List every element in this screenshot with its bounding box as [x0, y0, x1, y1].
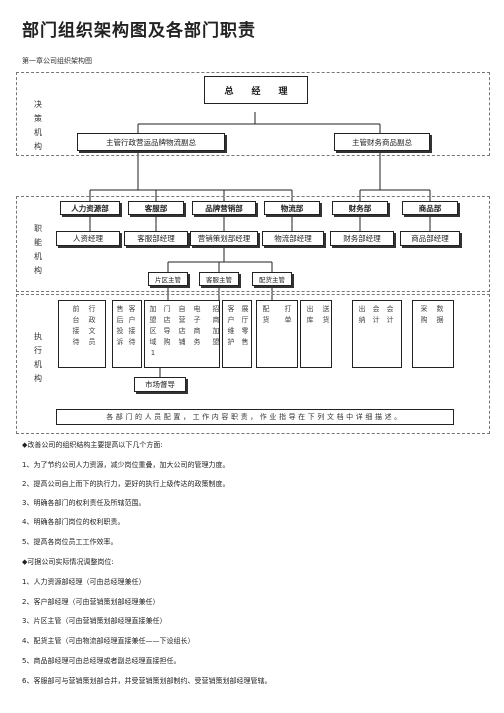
exec-group-delivery	[300, 300, 332, 368]
dept-merchandise: 商品部	[402, 201, 458, 215]
manager-customer-service: 客服部经理	[124, 231, 188, 246]
decision-row-frame	[16, 72, 490, 156]
manager-merchandise: 商品部经理	[400, 231, 460, 246]
exec-showroom-retail: 展厅零售	[241, 305, 249, 346]
execution-row-frame	[16, 294, 490, 434]
manager-finance: 财务部经理	[330, 231, 394, 246]
exec-order-print: 打单	[284, 305, 292, 324]
dept-finance: 财务部	[332, 201, 388, 215]
exec-group-area	[144, 300, 220, 368]
exec-accounting-2: 会计	[386, 305, 394, 324]
exec-admin-clerk: 行政文员	[88, 305, 96, 346]
vp-operations-box: 主管行政营运品牌物流副总	[77, 133, 225, 151]
section-1-item: 3、明确各部门的权利责任及所辖范围。	[22, 499, 146, 507]
exec-cashier: 出纳	[358, 305, 366, 324]
section-1-item: 5、提高各岗位员工工作效率。	[22, 538, 118, 546]
exec-customer-maintenance: 客户维护	[227, 305, 235, 346]
supervisor-distribution: 配货主管	[252, 272, 292, 286]
section-2-item: 2、客户部经理（可由营销策划部经理兼任）	[22, 598, 160, 606]
section-2-item: 1、人力资源部经理（可由总经理兼任）	[22, 578, 146, 586]
function-row-frame	[16, 196, 490, 292]
dept-hr: 人力资源部	[60, 201, 120, 215]
org-note-box: 各部门的人员配置，工作内容职责，作业指导在下列文档中详细描述。	[56, 409, 454, 425]
exec-group-hr	[58, 300, 106, 368]
page-title: 部门组织架构图及各部门职责	[22, 21, 256, 41]
exec-delivery: 送货	[322, 305, 330, 324]
side-label-decision: 决策机构	[34, 100, 42, 151]
section-1-heading: ◆改善公司的组织结构主要提高以下几个方面:	[22, 441, 163, 449]
section-2-item: 3、片区主管（可由营销策划部经理直接兼任）	[22, 617, 167, 625]
supervisor-customer-service: 客服主管	[199, 272, 239, 286]
exec-ecommerce: 电子商务	[193, 305, 201, 346]
section-2-item: 6、客服部可与营销策划部合并，并受营销策划部制约、受营销策划部经理管辖。	[22, 677, 272, 685]
manager-logistics: 物流部经理	[262, 231, 324, 246]
section-2-item: 5、商品部经理可由总经理或者副总经理直接担任。	[22, 657, 181, 665]
dept-logistics: 物流部	[264, 201, 320, 215]
exec-outbound: 出库	[306, 305, 314, 324]
exec-group-purchase	[412, 300, 454, 368]
section-2-item: 4、配货主管（可由物流部经理直接兼任——下设组长）	[22, 637, 195, 645]
section-2-heading: ◆可据公司实际情况调整岗位:	[22, 558, 114, 566]
exec-customer-reception: 客户接待	[128, 305, 136, 346]
market-supervisor-box: 市场督导	[134, 377, 186, 392]
manager-marketing: 营销策划部经理	[190, 231, 258, 246]
exec-group-distribution	[256, 300, 298, 368]
vp-finance-box: 主管财务商品副总	[334, 133, 430, 151]
side-label-execution: 执行机构	[34, 332, 42, 383]
section-1-item: 4、明确各部门岗位的权利职责。	[22, 518, 125, 526]
dept-brand-marketing: 品牌营销部	[192, 201, 256, 215]
section-1-item: 1、为了节约公司人力资源，减少岗位重叠，加大公司的管理力度。	[22, 461, 230, 469]
exec-front-desk: 前台接待	[72, 305, 80, 346]
exec-group-finance	[352, 300, 402, 368]
org-note-text: 各部门的人员配置，工作内容职责，作业指导在下列文档中详细描述。	[106, 413, 404, 421]
dept-customer-service: 客服部	[128, 201, 184, 215]
section-1-item: 2、提高公司自上而下的执行力，更好的执行上级传达的政策制度。	[22, 480, 230, 488]
exec-franchise-area: 加盟区域1	[149, 305, 157, 357]
side-label-function: 职能机构	[34, 224, 42, 275]
exec-store-guide: 门店导购	[163, 305, 171, 346]
ceo-box: 总经理	[204, 76, 308, 104]
chapter-subtitle: 第一章公司组织架构图	[22, 57, 92, 65]
exec-group-cs-supervisor	[222, 300, 252, 368]
exec-own-store: 自营店铺	[178, 305, 186, 346]
exec-franchise-recruit: 招商加盟	[212, 305, 220, 346]
exec-distribution: 配货	[262, 305, 270, 324]
exec-accounting-1: 会计	[372, 305, 380, 324]
exec-purchasing: 采购	[420, 305, 428, 324]
exec-group-cs	[112, 300, 142, 368]
exec-after-sales: 售后投诉	[116, 305, 124, 346]
exec-data: 数据	[436, 305, 444, 324]
org-chart-connectors	[89, 112, 431, 377]
manager-hr: 人资经理	[56, 231, 120, 246]
supervisor-area: 片区主管	[148, 272, 188, 286]
